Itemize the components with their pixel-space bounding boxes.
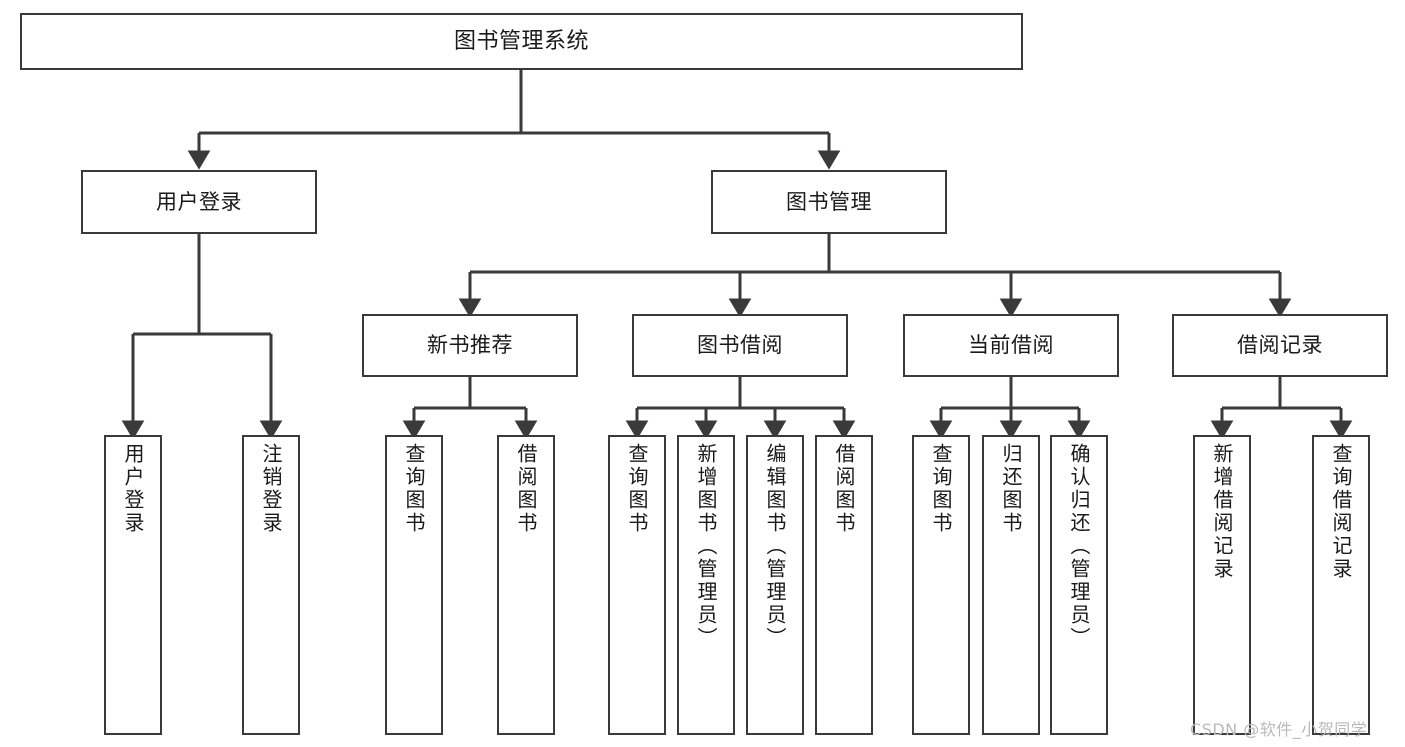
node-label: 借阅图书: [514, 443, 538, 535]
watermark: CSDN @软件_小贺同学: [1190, 720, 1368, 739]
node-book-management[interactable]: 图书管理: [711, 170, 947, 234]
node-label: 新增借阅记录: [1210, 443, 1234, 581]
leaf-new-book-borrow[interactable]: 借阅图书: [497, 435, 555, 735]
node-book-borrow[interactable]: 图书借阅: [632, 314, 848, 377]
node-label: 编辑图书（管理员）: [763, 443, 787, 650]
node-label: 查询图书: [402, 443, 426, 535]
leaf-book-borrow-add[interactable]: 新增图书（管理员）: [677, 435, 735, 735]
leaf-book-borrow-edit[interactable]: 编辑图书（管理员）: [746, 435, 804, 735]
leaf-borrow-record-query[interactable]: 查询借阅记录: [1312, 435, 1370, 735]
node-label: 新增图书（管理员）: [694, 443, 718, 650]
node-label: 归还图书: [999, 443, 1023, 535]
node-label: 借阅图书: [832, 443, 856, 535]
node-label: 注销登录: [259, 443, 283, 535]
leaf-user-login-login[interactable]: 用户登录: [104, 435, 162, 735]
leaf-current-borrow-query[interactable]: 查询图书: [912, 435, 970, 735]
node-user-login[interactable]: 用户登录: [81, 170, 317, 234]
node-label: 查询借阅记录: [1329, 443, 1353, 581]
leaf-current-borrow-return[interactable]: 归还图书: [982, 435, 1040, 735]
leaf-book-borrow-query[interactable]: 查询图书: [608, 435, 666, 735]
node-new-book-recommend[interactable]: 新书推荐: [362, 314, 578, 377]
node-label: 查询图书: [625, 443, 649, 535]
leaf-current-borrow-confirm[interactable]: 确认归还（管理员）: [1050, 435, 1108, 735]
node-label: 借阅记录: [1237, 333, 1323, 358]
node-label: 图书管理: [786, 189, 872, 214]
node-borrow-record[interactable]: 借阅记录: [1172, 314, 1388, 377]
node-label: 用户登录: [156, 189, 242, 214]
node-label: 查询图书: [929, 443, 953, 535]
leaf-new-book-query[interactable]: 查询图书: [385, 435, 443, 735]
node-label: 用户登录: [121, 443, 145, 535]
node-label: 图书管理系统: [453, 28, 589, 54]
leaf-borrow-record-add[interactable]: 新增借阅记录: [1193, 435, 1251, 735]
node-label: 新书推荐: [427, 333, 513, 358]
node-label: 图书借阅: [697, 333, 783, 358]
node-label: 确认归还（管理员）: [1067, 443, 1091, 650]
node-label: 当前借阅: [968, 333, 1054, 358]
node-root-system[interactable]: 图书管理系统: [20, 13, 1023, 70]
leaf-user-login-logout[interactable]: 注销登录: [242, 435, 300, 735]
leaf-book-borrow-borrow[interactable]: 借阅图书: [815, 435, 873, 735]
node-current-borrow[interactable]: 当前借阅: [903, 314, 1119, 377]
